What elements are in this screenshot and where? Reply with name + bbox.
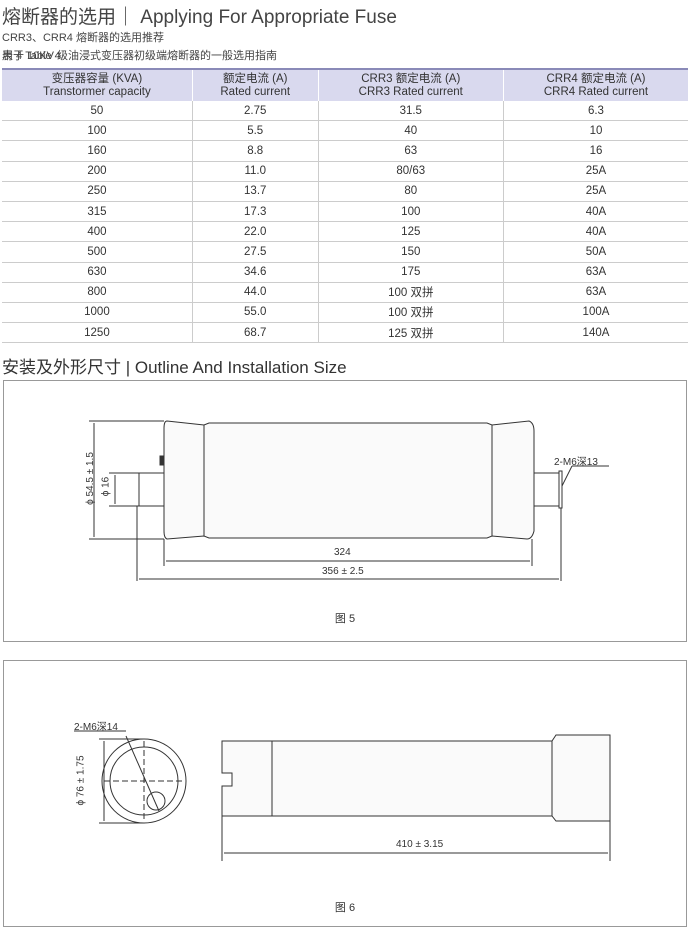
table-cell: 315 (2, 201, 193, 223)
table-cell: 1250 (2, 322, 193, 344)
table-cell: 34.6 (192, 262, 319, 283)
table-cell: 63A (503, 282, 688, 303)
header-en: CRR3 Rated current (358, 85, 463, 98)
figure-caption: 图 5 (334, 613, 356, 625)
table-cell: 500 (2, 241, 193, 263)
column-header: 变压器容量 (KVA)Transtormer capacity (2, 68, 193, 101)
table-cell: 80/63 (318, 161, 504, 182)
table-cell: 125 (318, 221, 504, 243)
table-cell: 25A (503, 181, 688, 202)
description: 用于 10KV 级油浸式变压器初级端熔断器的一般选用指南 (2, 50, 278, 62)
header-en: Rated current (220, 85, 291, 98)
table-cell: 22.0 (192, 221, 319, 243)
table-cell: 31.5 (318, 101, 504, 122)
table-cell: 140A (503, 322, 688, 344)
figure-caption: 图 6 (334, 902, 356, 914)
table-cell: 16 (503, 140, 688, 162)
length-324: 324 (334, 547, 351, 558)
section-title: 安装及外形尺寸 | Outline And Installation Size (2, 358, 347, 377)
table-cell: 11.0 (192, 161, 319, 182)
table-cell: 125 双拼 (318, 322, 504, 344)
header-en: Transtormer capacity (43, 85, 151, 98)
column-header: CRR3 额定电流 (A)CRR3 Rated current (318, 68, 504, 101)
table-cell: 5.5 (192, 120, 319, 142)
fuse-drawing-fig5 (89, 420, 609, 581)
table-cell: 63A (503, 262, 688, 283)
table-cell: 100 (2, 120, 193, 142)
header-cn: CRR3 额定电流 (A) (361, 72, 461, 85)
table-cell: 100 (318, 201, 504, 223)
table-cell: 160 (2, 140, 193, 162)
fuse-drawing-fig6 (74, 730, 611, 861)
table-cell: 6.3 (503, 101, 688, 122)
table-cell: 40A (503, 201, 688, 223)
table-cell: 100 双拼 (318, 282, 504, 303)
length-356: 356 ± 2.5 (322, 566, 364, 577)
table-cell: 17.3 (192, 201, 319, 223)
header-cn: 变压器容量 (KVA) (51, 72, 143, 85)
table-cell: 40 (318, 120, 504, 142)
table-cell: 13.7 (192, 181, 319, 202)
table-cell: 175 (318, 262, 504, 283)
table-cell: 55.0 (192, 302, 319, 324)
thread-label: 2-M6深14 (74, 722, 118, 733)
table-cell: 100 双拼 (318, 302, 504, 324)
table-label: 表 4 Table 4 (2, 50, 61, 62)
figure-6: 2-M6深14 ϕ 76 ± 1.75 410 ± 3.15 图 6 (3, 660, 687, 927)
pin-diameter-label: ϕ 16 (100, 476, 112, 497)
subtitle: CRR3、CRR4 熔断器的选用推荐 (2, 32, 164, 44)
table-cell: 68.7 (192, 322, 319, 344)
header-cn: 额定电流 (A) (222, 72, 288, 85)
table-cell: 100A (503, 302, 688, 324)
table-cell: 63 (318, 140, 504, 162)
thread-label: 2-M6深13 (554, 457, 598, 468)
column-header: 额定电流 (A)Rated current (192, 68, 319, 101)
table-cell: 250 (2, 181, 193, 202)
table-cell: 2.75 (192, 101, 319, 122)
length-410: 410 ± 3.15 (396, 839, 444, 850)
table-cell: 27.5 (192, 241, 319, 263)
table-cell: 10 (503, 120, 688, 142)
table-cell: 200 (2, 161, 193, 182)
table-cell: 630 (2, 262, 193, 283)
table-cell: 40A (503, 221, 688, 243)
table-cell: 800 (2, 282, 193, 303)
table-cell: 50 (2, 101, 193, 122)
table-cell: 8.8 (192, 140, 319, 162)
header-en: CRR4 Rated current (543, 85, 649, 98)
diameter-label: ϕ 54.5 ± 1.5 (84, 452, 96, 505)
header-cn: CRR4 额定电流 (A) (546, 72, 646, 85)
table-cell: 1000 (2, 302, 193, 324)
table-cell: 50A (503, 241, 688, 263)
table-cell: 150 (318, 241, 504, 263)
table-cell: 25A (503, 161, 688, 182)
table-cell: 80 (318, 181, 504, 202)
page-title: 熔断器的选用｜ Applying For Appropriate Fuse (2, 7, 397, 28)
table-cell: 400 (2, 221, 193, 243)
diameter-label: ϕ 76 ± 1.75 (75, 755, 87, 806)
figure-5: ϕ 54.5 ± 1.5 ϕ 16 2-M6深13 324 356 ± 2.5 … (3, 380, 687, 642)
table-cell: 44.0 (192, 282, 319, 303)
column-header: CRR4 额定电流 (A)CRR4 Rated current (503, 68, 688, 101)
